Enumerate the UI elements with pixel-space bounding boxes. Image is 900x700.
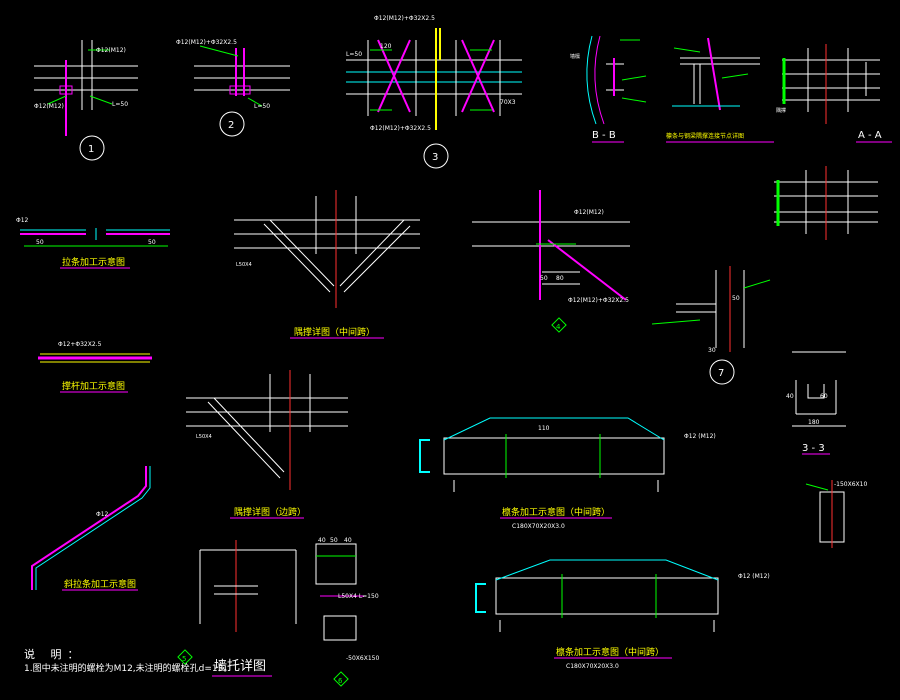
purlin-mid-1-sub: C180X70X20X3.0 [512, 523, 565, 530]
s33-dim3: 180 [808, 419, 820, 426]
d6-angle: L50X4 L=150 [338, 593, 379, 600]
d1-bolt-label: Φ12(M12) [96, 47, 126, 54]
purlin-mid-1-drawing [419, 417, 665, 519]
detail-2 [194, 45, 290, 137]
diag-tie-drawing [31, 466, 151, 591]
d2-plate-label: L=50 [254, 103, 270, 110]
tie-rod-dim-left: 50 [36, 239, 44, 246]
d6-number: 6 [338, 677, 343, 685]
d4-bolt2: Φ12(M12)+Φ32X2.5 [568, 297, 629, 304]
detail-6 [315, 543, 364, 687]
detail-1 [34, 40, 138, 161]
d5-number: 5 [182, 655, 186, 663]
d4-dim2: 80 [556, 275, 564, 282]
purlin-mid-2-sub: C180X70X20X3.0 [566, 663, 619, 670]
purlin-joint-detail [666, 37, 774, 143]
wall-support-title: 墙托详图 [214, 659, 266, 674]
d7-dim1: 30 [708, 347, 716, 354]
d3-number: 3 [432, 152, 438, 163]
diag-tie-spec: Φ12 [96, 511, 109, 518]
tie-rod-dim-right: 50 [148, 239, 156, 246]
tie-rod-title: 拉条加工示意图 [62, 256, 125, 268]
d6-dim1: 40 [318, 537, 326, 544]
brace-mid-drawing [234, 190, 420, 339]
notes-heading: 说 明： [24, 648, 85, 661]
section-bb [586, 35, 647, 143]
d1-number: 1 [88, 144, 94, 155]
d3-dim2: 70X3 [500, 99, 516, 106]
d3-bolt-top: Φ12(M12)+Φ32X2.5 [374, 15, 435, 22]
bb-title: B - B [592, 130, 616, 141]
d1-hole-label: Φ12(M12) [34, 103, 64, 110]
s33-title: 3 - 3 [802, 443, 825, 454]
d3-plate: L=50 [346, 51, 362, 58]
purlin-mid-1-bolt: Φ12 (M12) [684, 433, 716, 440]
purlin-mid-1-dim: 110 [538, 425, 550, 432]
d4-bolt: Φ12(M12) [574, 209, 604, 216]
d3-dim1: 120 [380, 43, 392, 50]
bb-sub: 墙檩 [570, 53, 580, 60]
d4-number: 4 [556, 323, 561, 331]
d7-number: 7 [718, 368, 724, 379]
tie-rod-drawing [20, 228, 170, 269]
section-right-bottom-label: -150X6X10 [834, 481, 867, 488]
section-right-bottom [805, 480, 845, 548]
aa-title: A - A [858, 130, 882, 141]
purlin-joint-title: 檩条与钢梁隅撑连接节点详图 [666, 132, 744, 140]
detail-5 [177, 540, 297, 677]
strut-title: 撑杆加工示意图 [62, 380, 125, 392]
brace-edge-title: 隅撑详图（边跨） [234, 506, 306, 518]
purlin-mid-2-bolt: Φ12 (M12) [738, 573, 770, 580]
detail-3 [346, 28, 522, 169]
d7-dim2: 50 [732, 295, 740, 302]
d2-bolt-label: Φ12(M12)+Φ32X2.5 [176, 39, 237, 46]
notes-line-1: 1.图中未注明的螺栓为M12,未注明的螺栓孔d=13。 [24, 664, 233, 674]
brace-mid-section: L50X4 [236, 262, 252, 268]
d4-dim1: 50 [540, 275, 548, 282]
section-aa [782, 44, 892, 143]
strut-spec: Φ12+Φ32X2.5 [58, 341, 102, 348]
section-33 [792, 351, 846, 455]
brace-edge-section: L50X4 [196, 434, 212, 440]
aa-label: 隅撑 [776, 107, 786, 114]
strut-drawing [38, 353, 152, 393]
notes-block: 说 明： 1.图中未注明的螺栓为M12,未注明的螺栓孔d=13。 [24, 648, 232, 676]
detail-4 [472, 190, 630, 333]
purlin-mid-2-title: 檩条加工示意图（中间跨） [556, 646, 664, 658]
diag-tie-title: 斜拉条加工示意图 [64, 578, 136, 590]
detail-7 [651, 266, 771, 385]
section-aa-view-2 [774, 166, 878, 240]
d1-plate-label: L=50 [112, 101, 128, 108]
s33-dim1: 40 [786, 393, 794, 400]
brace-edge-drawing [186, 370, 348, 519]
tie-rod-dia: Φ12 [16, 217, 29, 224]
d3-bolt-bottom: Φ12(M12)+Φ32X2.5 [370, 125, 431, 132]
brace-mid-title: 隅撑详图（中间跨） [294, 326, 375, 338]
d2-number: 2 [228, 120, 234, 131]
d6-dim2: 50 [330, 537, 338, 544]
purlin-mid-2-drawing [475, 559, 719, 659]
s33-dim2: 60 [820, 393, 828, 400]
d6-plate: -50X6X150 [346, 655, 379, 662]
d6-dim3: 40 [344, 537, 352, 544]
purlin-mid-1-title: 檩条加工示意图（中间跨） [502, 506, 610, 518]
